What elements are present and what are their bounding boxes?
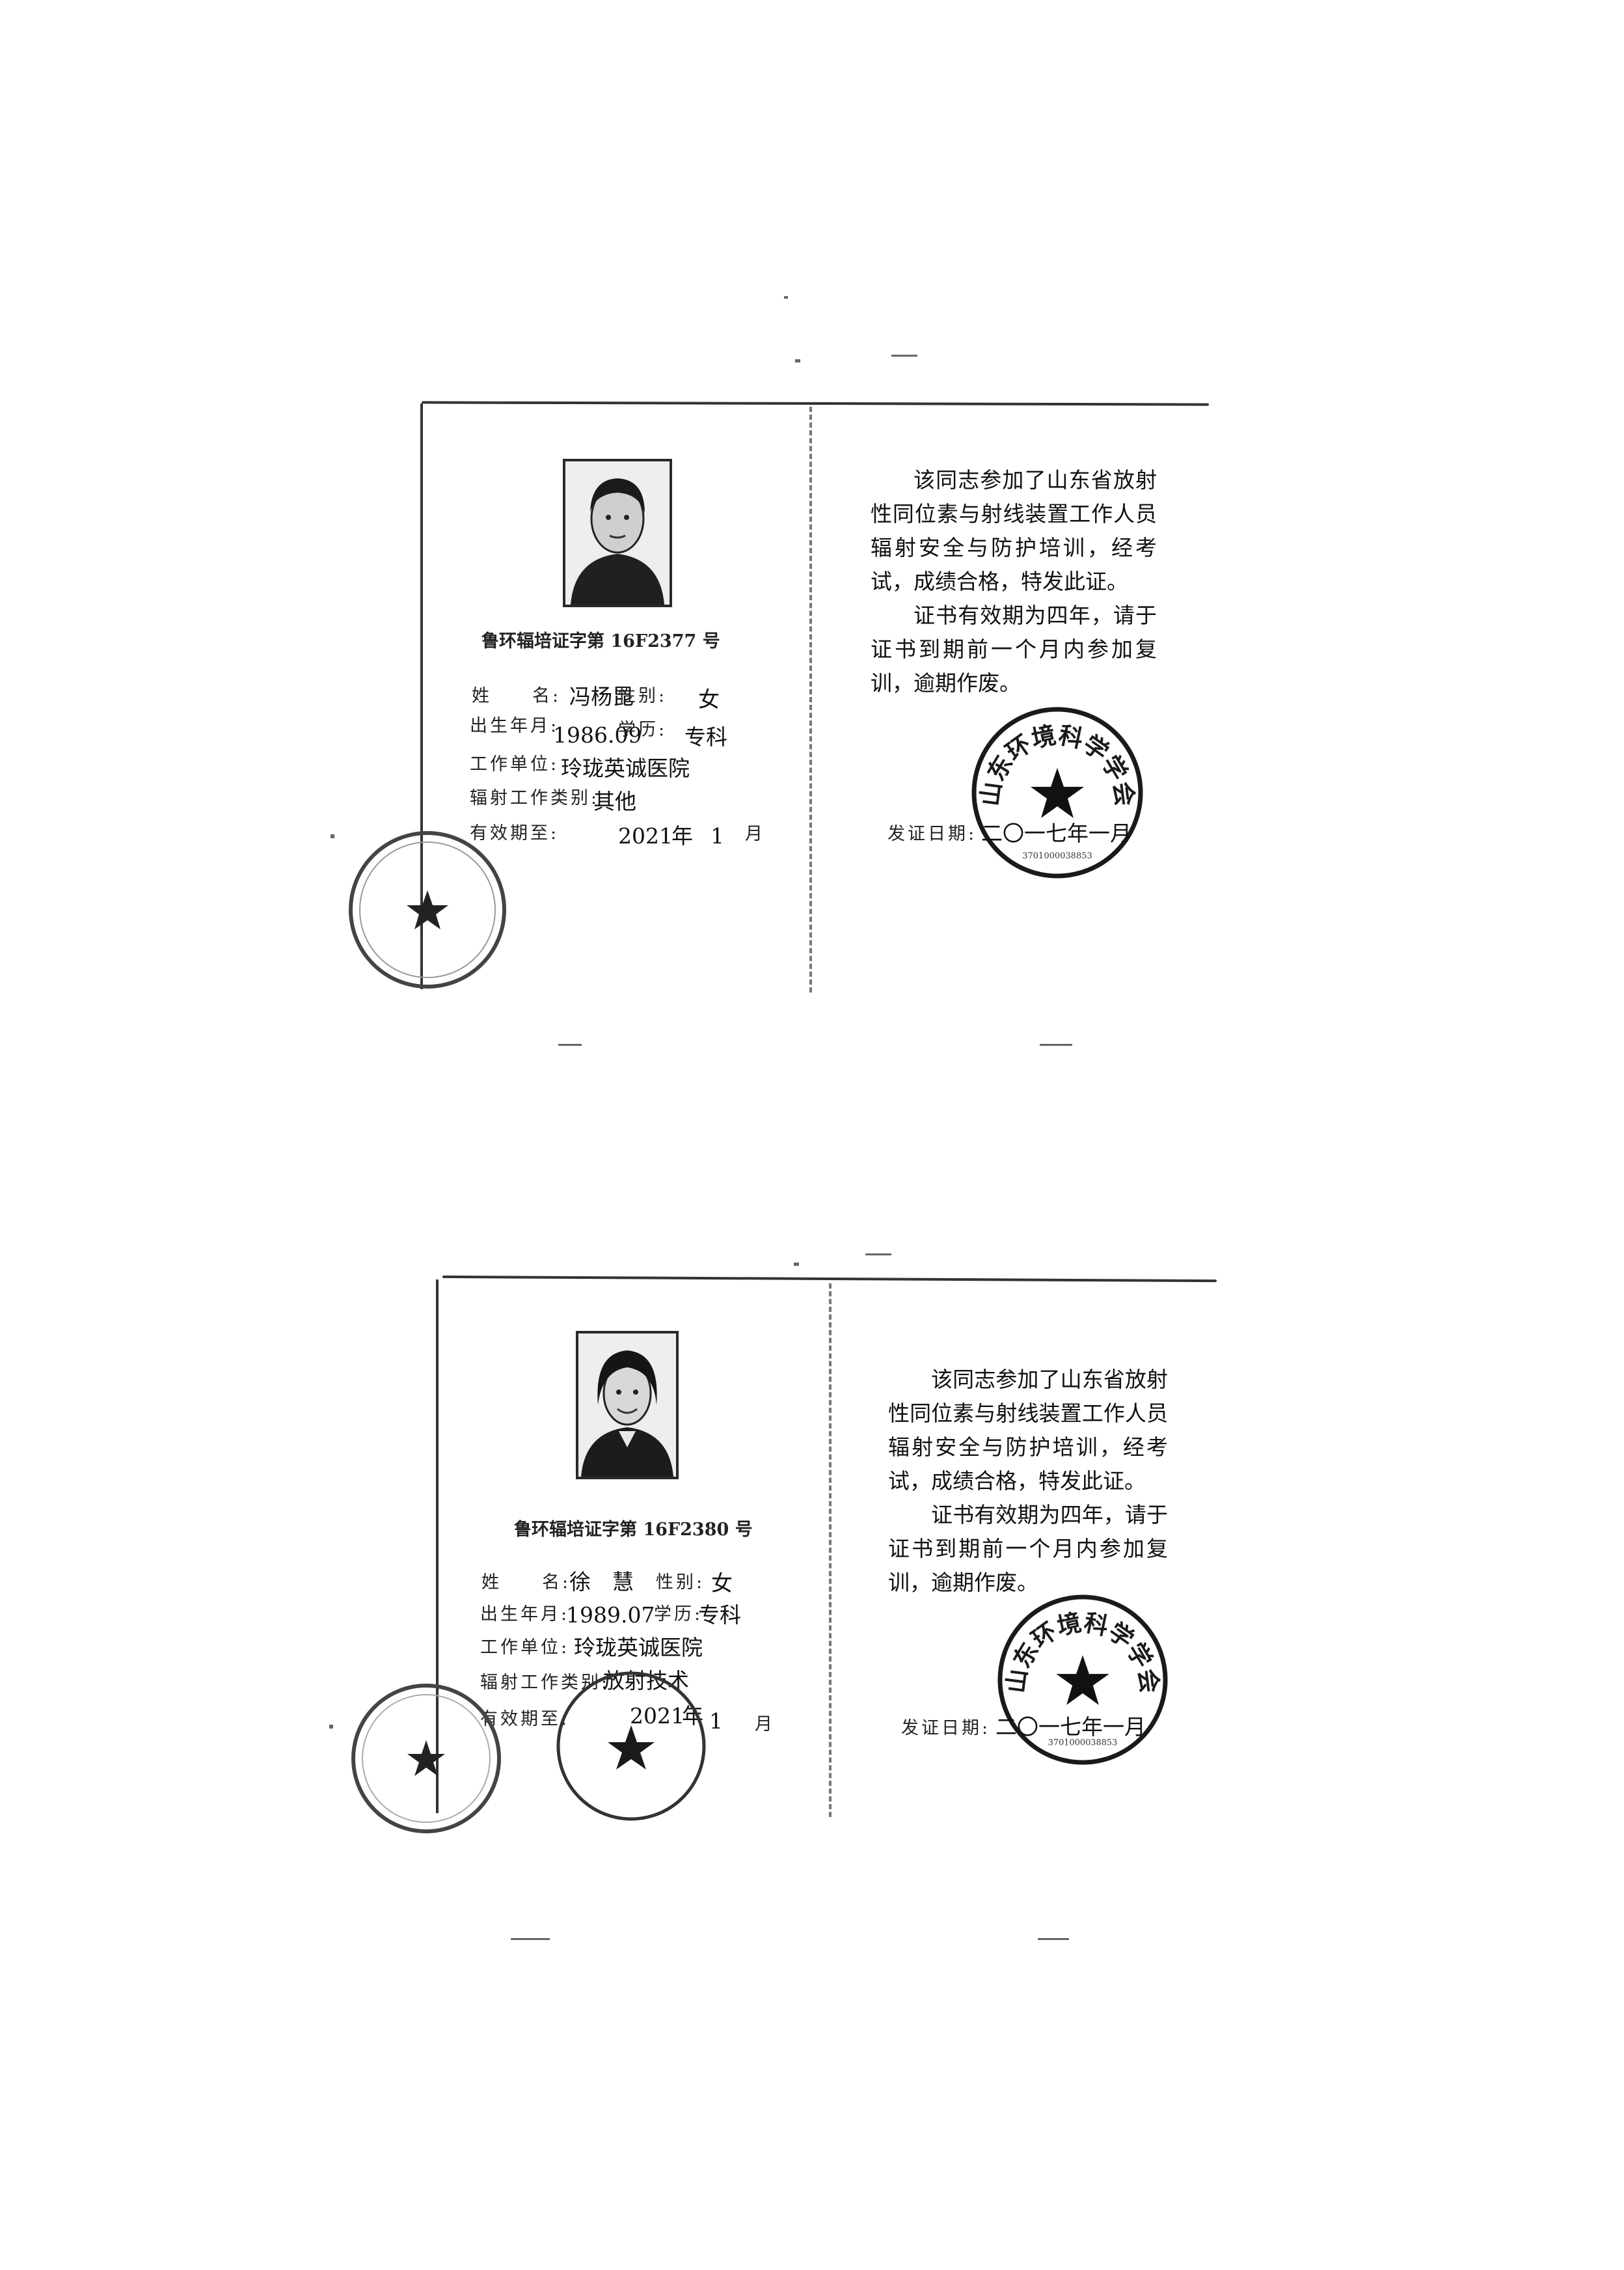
employer-label: 工作单位:	[470, 754, 560, 774]
portrait-photo	[563, 459, 672, 607]
education-label: 学历:	[654, 1604, 703, 1624]
name-value: 徐 慧	[569, 1569, 634, 1594]
statement-text-2: 证书有效期为四年，请于证书到期前一个月内参加复训，逾期作废。	[888, 1502, 1168, 1595]
work-type-value: 其他	[593, 789, 636, 814]
center-fold	[809, 407, 812, 992]
scan-speck	[329, 1725, 333, 1729]
issue-date-label: 发证日期:	[887, 824, 977, 844]
scan-speck	[865, 1253, 891, 1255]
birth-label: 出生年月:	[470, 716, 560, 736]
name-label: 姓 名:	[481, 1572, 571, 1593]
valid-year-value: 2021	[630, 1703, 684, 1729]
frame-left-border	[436, 1279, 439, 1813]
frame-left-border	[420, 403, 423, 989]
employer-value: 玲珑英诚医院	[574, 1635, 703, 1660]
statement-text-1: 该同志参加了山东省放射性同位素与射线装置工作人员辐射安全与防护培训，经考试，成绩…	[871, 467, 1157, 594]
scan-speck	[558, 1044, 582, 1046]
star-icon	[1056, 1655, 1109, 1705]
scan-speck	[1038, 1938, 1069, 1940]
education-value: 专科	[684, 724, 727, 750]
hospital-seal	[553, 1668, 709, 1824]
statement-paragraph: 该同志参加了山东省放射性同位素与射线装置工作人员辐射安全与防护培训，经考试，成绩…	[871, 463, 1157, 700]
work-type-label: 辐射工作类别:	[470, 788, 600, 808]
certificate-number: 鲁环辐培证字第 16F2380 号	[514, 1520, 753, 1540]
frame-top-border	[442, 1275, 1217, 1283]
valid-until-label: 有效期至:	[470, 823, 560, 843]
gender-value: 女	[711, 1570, 733, 1596]
gender-label: 性别:	[618, 686, 668, 706]
scan-speck	[331, 834, 334, 838]
scan-speck	[794, 1263, 799, 1266]
statement-text-2: 证书有效期为四年，请于证书到期前一个月内参加复训，逾期作废。	[871, 603, 1157, 696]
birth-value: 1989.07	[566, 1602, 655, 1628]
center-fold	[829, 1283, 832, 1817]
education-value: 专科	[698, 1602, 741, 1628]
portrait-photo	[576, 1331, 679, 1479]
statement-text-1: 该同志参加了山东省放射性同位素与射线装置工作人员辐射安全与防护培训，经考试，成绩…	[888, 1367, 1168, 1494]
star-icon	[407, 890, 448, 929]
star-icon	[608, 1725, 655, 1770]
faint-seal	[346, 828, 509, 991]
issue-date-label: 发证日期:	[901, 1718, 991, 1738]
valid-year-value: 2021	[618, 823, 673, 849]
scan-speck	[891, 355, 917, 357]
valid-until-label: 有效期至:	[480, 1709, 570, 1729]
birth-value: 1986.09	[553, 722, 642, 748]
name-value: 冯杨昆	[569, 684, 634, 709]
seal-number: 3701000038853	[1048, 1738, 1118, 1747]
person-icon	[578, 1333, 676, 1477]
scan-speck	[784, 296, 788, 299]
gender-value: 女	[698, 687, 720, 712]
certificate-1: 鲁环辐培证字第 16F2377 号 姓 名: 冯杨昆 性别: 女 出生年月: 1…	[0, 0, 1624, 1106]
star-icon	[407, 1740, 445, 1776]
birth-label: 出生年月:	[480, 1604, 570, 1624]
faint-seal	[348, 1680, 504, 1837]
name-label: 姓 名:	[472, 686, 562, 706]
valid-month-value: 1	[709, 1708, 723, 1734]
person-icon	[565, 461, 670, 605]
scan-speck	[795, 359, 800, 362]
employer-label: 工作单位:	[480, 1637, 570, 1658]
star-seal: 山东环境科学学会 3701000038853	[995, 1593, 1170, 1767]
star-seal: 山东环境科学学会 3701000038853	[969, 705, 1145, 881]
valid-month-value: 1	[710, 823, 724, 849]
valid-year-unit: 年	[671, 823, 693, 849]
gender-label: 性别:	[656, 1572, 705, 1593]
issue-date-value: 二〇一七年一月	[981, 821, 1131, 846]
scan-speck	[511, 1938, 550, 1940]
star-icon	[1031, 768, 1084, 818]
valid-month-unit: 月	[745, 824, 765, 844]
seal-number: 3701000038853	[1022, 851, 1092, 861]
issue-date-value: 二〇一七年一月	[995, 1714, 1146, 1740]
employer-value: 玲珑英诚医院	[561, 756, 690, 781]
statement-paragraph: 该同志参加了山东省放射性同位素与射线装置工作人员辐射安全与防护培训，经考试，成绩…	[888, 1363, 1168, 1600]
valid-month-unit: 月	[755, 1714, 775, 1734]
education-label: 学历:	[618, 720, 668, 740]
certificate-number: 鲁环辐培证字第 16F2377 号	[481, 631, 720, 651]
scan-speck	[1040, 1044, 1072, 1046]
